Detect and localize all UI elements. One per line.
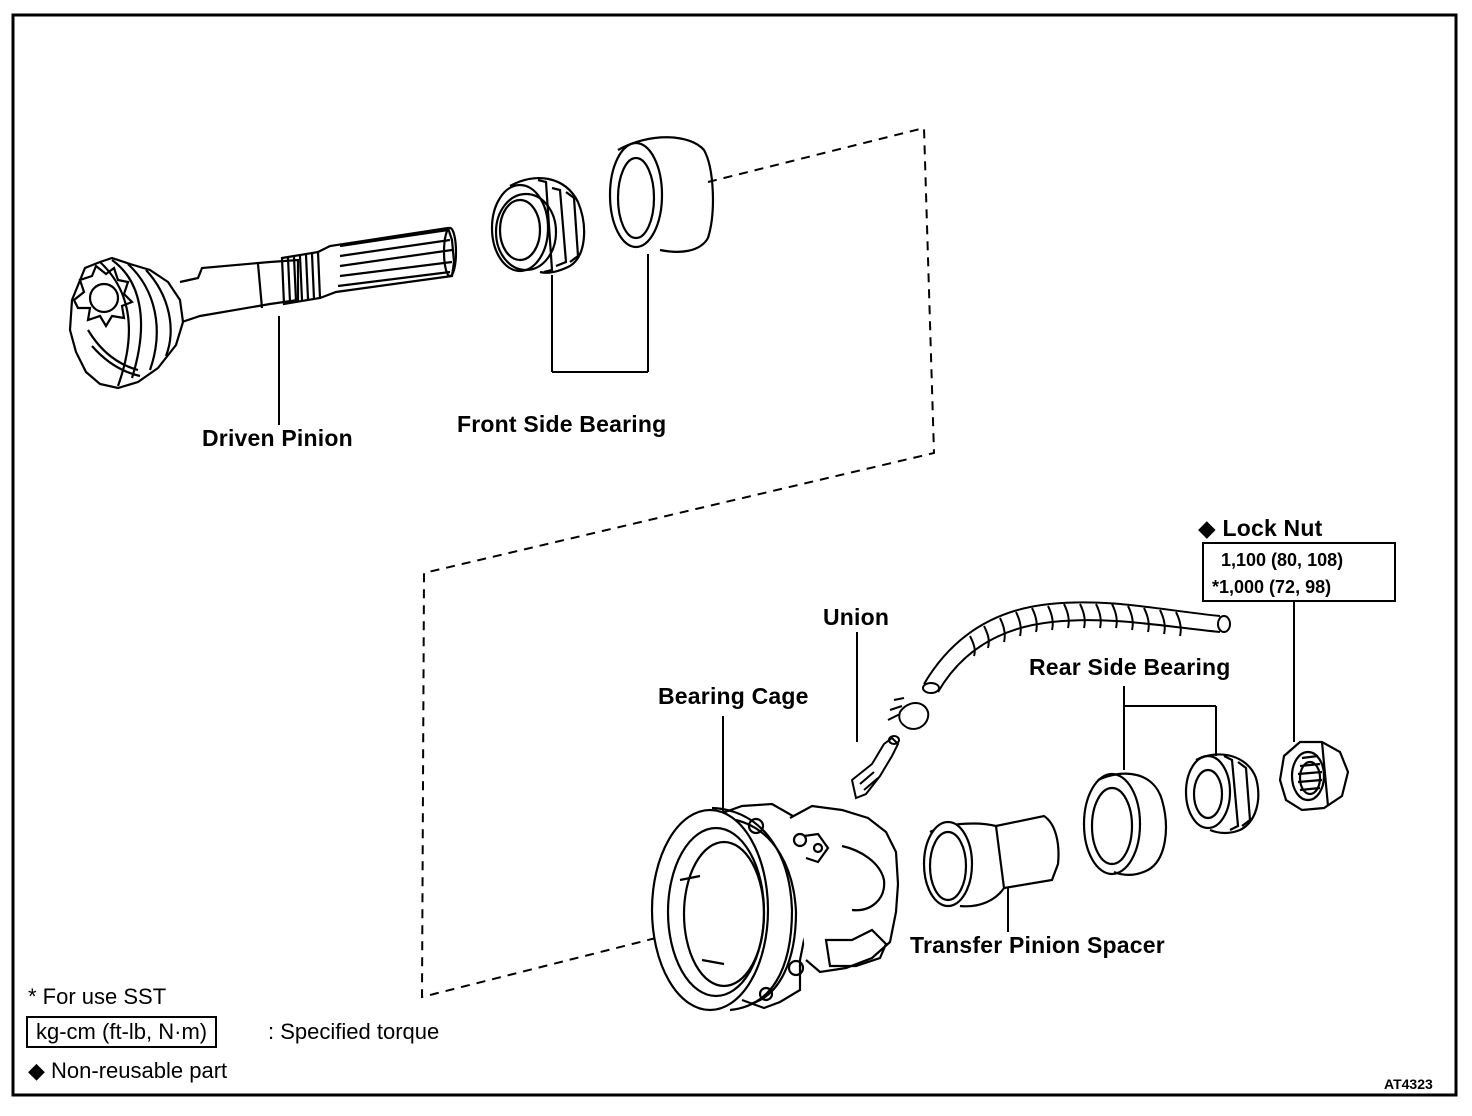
figure-code: AT4323 [1384,1076,1433,1092]
legend-torque-unit-box: kg-cm (ft-lb, N·m) [26,1016,218,1048]
transfer-pinion-spacer-label: Transfer Pinion Spacer [910,932,1165,958]
lock-nut-torque-standard: 1,100 (80, 108) [1221,550,1344,570]
legend-specified-torque: : Specified torque [268,1019,440,1044]
union-label: Union [823,604,890,630]
rear-side-bearing-cup [1082,772,1168,876]
hose-clamp-part [887,697,930,730]
union-part [850,735,900,800]
rear-side-bearing-cone [1184,753,1260,835]
oil-hose-part [922,601,1231,694]
lock-nut-text: Lock Nut [1222,515,1323,541]
driven-pinion-label: Driven Pinion [202,425,353,451]
legend-non-reusable: ◆ Non-reusable part [28,1058,227,1084]
legend-non-reusable-text: Non-reusable part [51,1058,228,1083]
front-side-bearing-cup [608,136,715,253]
lock-nut-part [1278,740,1350,812]
front-side-bearing-bracket [551,254,649,373]
non-reusable-diamond-icon: ◆ [1198,515,1216,541]
front-side-bearing-cone [490,176,586,274]
rear-side-bearing-label: Rear Side Bearing [1029,654,1231,680]
legend-diamond-icon: ◆ [28,1058,45,1083]
bearing-cage-part [650,802,900,1012]
legend-sst-note: * For use SST [28,984,167,1009]
driven-pinion-part [68,226,458,390]
diagram-frame [11,13,1458,1097]
lock-nut-torque-box [1202,542,1396,602]
lock-nut-label: ◆ Lock Nut [1198,515,1322,542]
lock-nut-torque-sst: *1,000 (72, 98) [1212,577,1332,597]
bearing-cage-label: Bearing Cage [658,683,809,709]
transfer-pinion-spacer-part [922,814,1060,908]
rear-side-bearing-bracket [1123,686,1217,770]
front-side-bearing-label: Front Side Bearing [457,411,667,437]
